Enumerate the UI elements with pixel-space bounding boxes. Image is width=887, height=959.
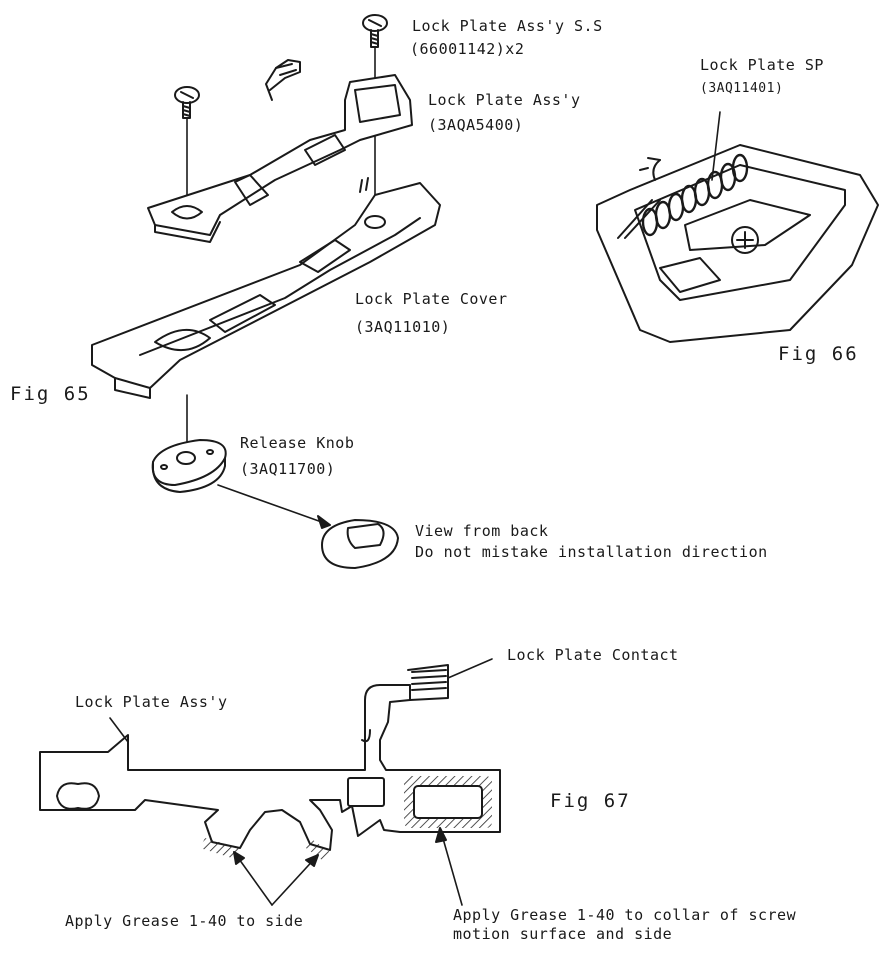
lock-plate-cover-exploded [91, 177, 441, 399]
spring-code-label: (3AQ11401) [700, 81, 784, 96]
spring-leader-line [711, 111, 721, 181]
grease-side-label: Apply Grease 1-40 to side [65, 912, 304, 930]
lock-plate-flat-outline [39, 664, 501, 851]
back-view-note-2: Do not mistake installation direction [415, 543, 768, 561]
screw-left [174, 86, 200, 119]
lock-plate-spring-coils [641, 153, 749, 237]
grease-collar-label-2: motion surface and side [453, 925, 673, 943]
grease-collar-label-1: Apply Grease 1-40 to collar of screw [453, 906, 797, 924]
knob-name-label: Release Knob [240, 434, 355, 452]
fig67-label: Fig 67 [550, 790, 631, 812]
back-view-note-1: View from back [415, 522, 549, 540]
screw-right [362, 14, 388, 48]
screw-name-label: Lock Plate Ass'y S.S [412, 17, 603, 35]
plate-code-label: (3AQA5400) [428, 116, 524, 134]
cover-name-label: Lock Plate Cover [355, 290, 508, 308]
release-knob [151, 439, 227, 493]
fig67-plate-label: Lock Plate Ass'y [75, 693, 228, 711]
grease-hatch-areas [200, 776, 492, 860]
knob-back-view [321, 519, 399, 569]
knob-code-label: (3AQ11700) [240, 460, 336, 478]
lock-plate-assy-exploded [147, 59, 413, 243]
contact-label: Lock Plate Contact [507, 646, 679, 664]
fig66-assembly [596, 144, 879, 343]
plate-name-label: Lock Plate Ass'y [428, 91, 581, 109]
fig66-label: Fig 66 [778, 343, 859, 365]
leader-plate-assy [109, 717, 129, 743]
cover-code-label: (3AQ11010) [355, 318, 451, 336]
spring-name-label: Lock Plate SP [700, 56, 824, 74]
leader-contact [447, 658, 493, 679]
arrow-to-back-view [217, 484, 331, 526]
screw-code-label: (66001142)x2 [410, 40, 525, 58]
fig65-label: Fig 65 [10, 383, 91, 405]
